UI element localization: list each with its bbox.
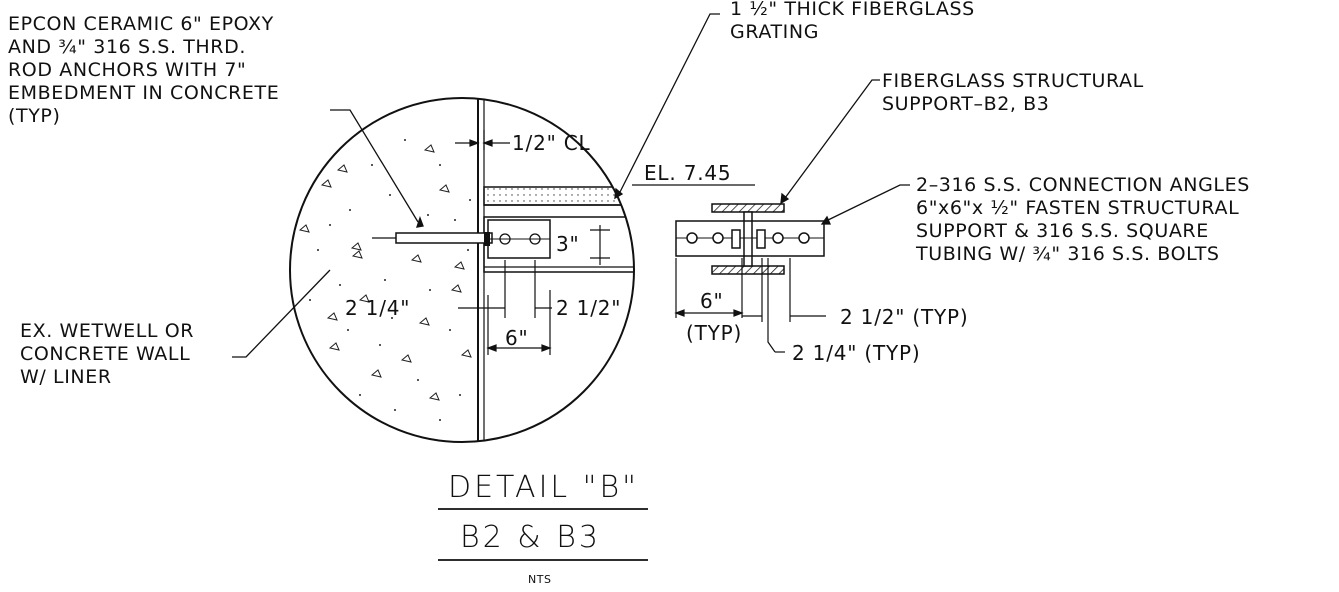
support-note-line: FIBERGLASS STRUCTURAL	[882, 70, 1144, 92]
circle-dimension-lines	[455, 130, 610, 355]
scale-label: NTS	[528, 573, 552, 586]
anchor-note: EPCON CERAMIC 6" EPOXY AND ¾" 316 S.S. T…	[8, 13, 279, 128]
grating-note-line: GRATING	[730, 21, 820, 43]
leader-lines	[232, 13, 910, 358]
detail-subtitle: B2 & B3	[460, 520, 601, 555]
wall-note-line: W/ LINER	[20, 366, 112, 388]
support-note-line: SUPPORT–B2, B3	[882, 93, 1050, 115]
dim-left-2-quarter: 2 1/4"	[345, 296, 411, 320]
anchor-note-line: (TYP)	[8, 105, 61, 127]
detail-circle	[289, 97, 635, 443]
dim-half-inch-cl: 1/2" CL	[512, 131, 591, 155]
concrete-wall	[298, 98, 485, 442]
dim-left-6: 6"	[505, 326, 529, 350]
angles-note-line: TUBING W/ ¾" 316 S.S. BOLTS	[916, 243, 1220, 265]
support-note: FIBERGLASS STRUCTURAL SUPPORT–B2, B3	[882, 70, 1144, 116]
dim-right-2-quarter: 2 1/4" (TYP)	[792, 341, 921, 365]
anchor-rod	[372, 232, 550, 246]
anchor-note-line: EPCON CERAMIC 6" EPOXY	[8, 13, 274, 35]
wall-note-line: CONCRETE WALL	[20, 343, 191, 365]
grating-note-line: 1 ½" THICK FIBERGLASS	[730, 0, 975, 20]
i-beam-section	[675, 203, 825, 275]
anchor-note-line: EMBEDMENT IN CONCRETE	[8, 82, 280, 104]
right-dimension-lines	[674, 258, 826, 353]
dim-elevation: EL. 7.45	[644, 161, 732, 185]
anchor-note-line: AND ¾" 316 S.S. THRD.	[8, 36, 246, 58]
angles-note-line: SUPPORT & 316 S.S. SQUARE	[916, 220, 1209, 242]
detail-title: DETAIL "B"	[448, 470, 639, 505]
wall-note-line: EX. WETWELL OR	[20, 320, 195, 342]
angles-note-line: 6"x6"x ½" FASTEN STRUCTURAL	[916, 197, 1240, 219]
anchor-note-line: ROD ANCHORS WITH 7"	[8, 59, 247, 81]
dim-right-6: 6"	[700, 289, 724, 313]
dim-three-in: 3"	[556, 232, 580, 256]
grating-and-beam-section	[483, 186, 634, 273]
dim-right-6-typ: (TYP)	[686, 321, 743, 345]
title-underlines	[438, 508, 648, 561]
wall-note: EX. WETWELL OR CONCRETE WALL W/ LINER	[20, 320, 194, 389]
angles-note: 2–316 S.S. CONNECTION ANGLES 6"x6"x ½" F…	[916, 174, 1250, 266]
grating-note: 1 ½" THICK FIBERGLASS GRATING	[730, 0, 975, 44]
angles-note-line: 2–316 S.S. CONNECTION ANGLES	[916, 174, 1250, 196]
dim-left-2-half: 2 1/2"	[556, 296, 622, 320]
dim-right-2-half: 2 1/2" (TYP)	[840, 305, 969, 329]
